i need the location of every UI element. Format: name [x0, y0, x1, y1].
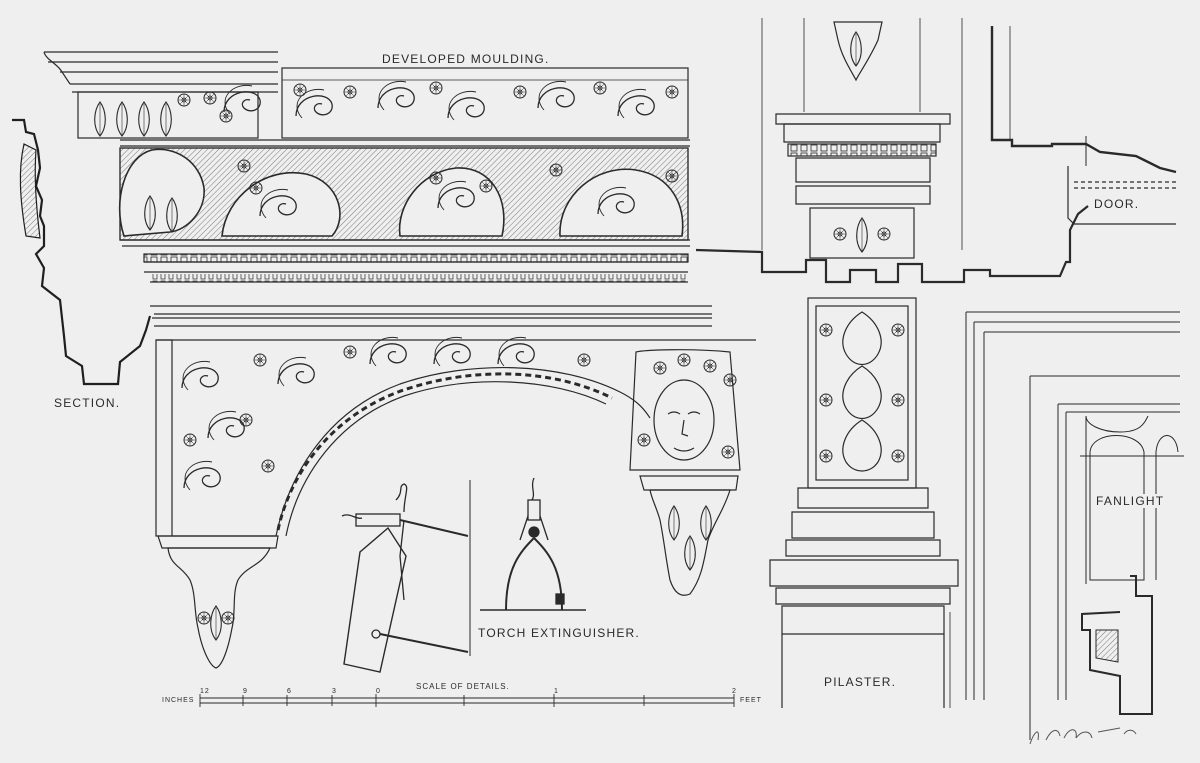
cornice-section: [12, 118, 152, 386]
pilaster-label: PILASTER.: [822, 675, 899, 689]
torch-extinguisher-front: [480, 477, 586, 611]
artist-signature: [1029, 727, 1137, 745]
scale-tick-label: 0: [376, 688, 381, 695]
torch-extinguisher-label: TORCH EXTINGUISHER.: [476, 626, 642, 640]
scale-tick-label: 1: [554, 688, 559, 695]
fanlight-elevation: [965, 311, 1184, 740]
fanlight-label: FANLIGHT: [1094, 494, 1167, 508]
scale-feet-label: FEET: [740, 697, 762, 704]
scale-tick-label: 12: [200, 688, 210, 695]
torch-extinguisher-side: [341, 483, 469, 673]
scale-of-details-label: SCALE OF DETAILS.: [416, 682, 510, 691]
section-label: SECTION.: [52, 396, 123, 410]
scale-inches-label: INCHES: [162, 697, 195, 704]
door-section: [990, 26, 1177, 225]
developed-moulding-label: DEVELOPED MOULDING.: [380, 52, 552, 66]
door-label: DOOR.: [1092, 197, 1142, 211]
pilaster-elevation: [695, 18, 1089, 708]
cornice-elevation: [43, 51, 712, 315]
scale-tick-label: 9: [243, 688, 248, 695]
scale-tick-label: 6: [287, 688, 292, 695]
scale-bar: [199, 694, 735, 707]
scale-tick-label: 3: [332, 688, 337, 695]
arch-elevation: [152, 317, 756, 669]
scale-tick-label: 2: [732, 688, 737, 695]
